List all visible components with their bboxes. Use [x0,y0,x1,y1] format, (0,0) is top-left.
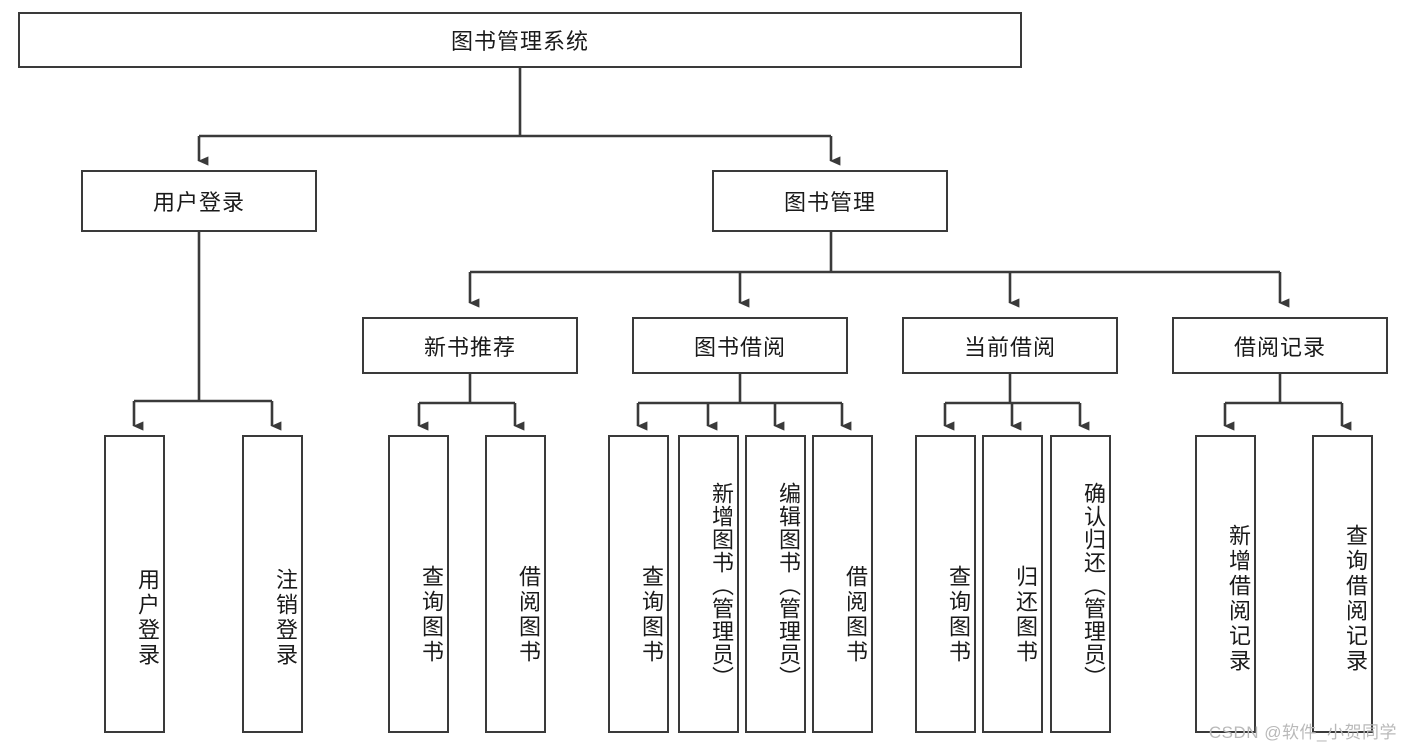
node-book-borrow-label: 图书借阅 [693,334,786,360]
node-leaf-user-logout[interactable]: 注销登录 [242,435,303,733]
node-user-login[interactable]: 用户登录 [81,170,317,232]
node-leaf-add-record[interactable]: 新增借阅记录 [1195,435,1256,733]
node-root[interactable]: 图书管理系统 [18,12,1022,68]
node-leaf-user-logout-label: 注销登录 [273,568,298,668]
node-leaf-query-book-2-label: 查询图书 [639,565,664,665]
node-leaf-return-book-label: 归还图书 [1013,565,1038,665]
node-leaf-query-book-1-label: 查询图书 [419,565,444,665]
node-leaf-query-book-3[interactable]: 查询图书 [915,435,976,733]
node-root-label: 图书管理系统 [450,29,589,54]
node-leaf-borrow-book-2-label: 借阅图书 [843,565,868,665]
node-leaf-query-book-3-label: 查询图书 [946,565,971,665]
node-leaf-borrow-book-2[interactable]: 借阅图书 [812,435,873,733]
node-current-borrow-label: 当前借阅 [963,334,1056,360]
node-current-borrow[interactable]: 当前借阅 [902,317,1118,374]
node-borrow-record-label: 借阅记录 [1233,334,1326,360]
node-new-book-recommend[interactable]: 新书推荐 [362,317,578,374]
node-book-management-label: 图书管理 [783,190,876,215]
node-book-borrow[interactable]: 图书借阅 [632,317,848,374]
node-leaf-confirm-return-label: 确认归还（管理员） [1081,481,1106,689]
node-leaf-add-book[interactable]: 新增图书（管理员） [678,435,739,733]
node-book-management[interactable]: 图书管理 [712,170,948,232]
node-leaf-borrow-book-1-label: 借阅图书 [516,565,541,665]
node-leaf-query-book-2[interactable]: 查询图书 [608,435,669,733]
node-leaf-edit-book-label: 编辑图书（管理员） [776,481,801,689]
node-leaf-user-login-label: 用户登录 [135,568,160,668]
node-leaf-add-record-label: 新增借阅记录 [1226,524,1251,674]
node-user-login-label: 用户登录 [152,190,245,215]
node-leaf-query-record-label: 查询借阅记录 [1343,524,1368,674]
node-leaf-query-record[interactable]: 查询借阅记录 [1312,435,1373,733]
node-leaf-return-book[interactable]: 归还图书 [982,435,1043,733]
node-new-book-recommend-label: 新书推荐 [423,334,516,360]
node-leaf-add-book-label: 新增图书（管理员） [709,481,734,689]
node-leaf-edit-book[interactable]: 编辑图书（管理员） [745,435,806,733]
node-leaf-user-login[interactable]: 用户登录 [104,435,165,733]
node-leaf-query-book-1[interactable]: 查询图书 [388,435,449,733]
node-borrow-record[interactable]: 借阅记录 [1172,317,1388,374]
node-leaf-borrow-book-1[interactable]: 借阅图书 [485,435,546,733]
node-leaf-confirm-return[interactable]: 确认归还（管理员） [1050,435,1111,733]
